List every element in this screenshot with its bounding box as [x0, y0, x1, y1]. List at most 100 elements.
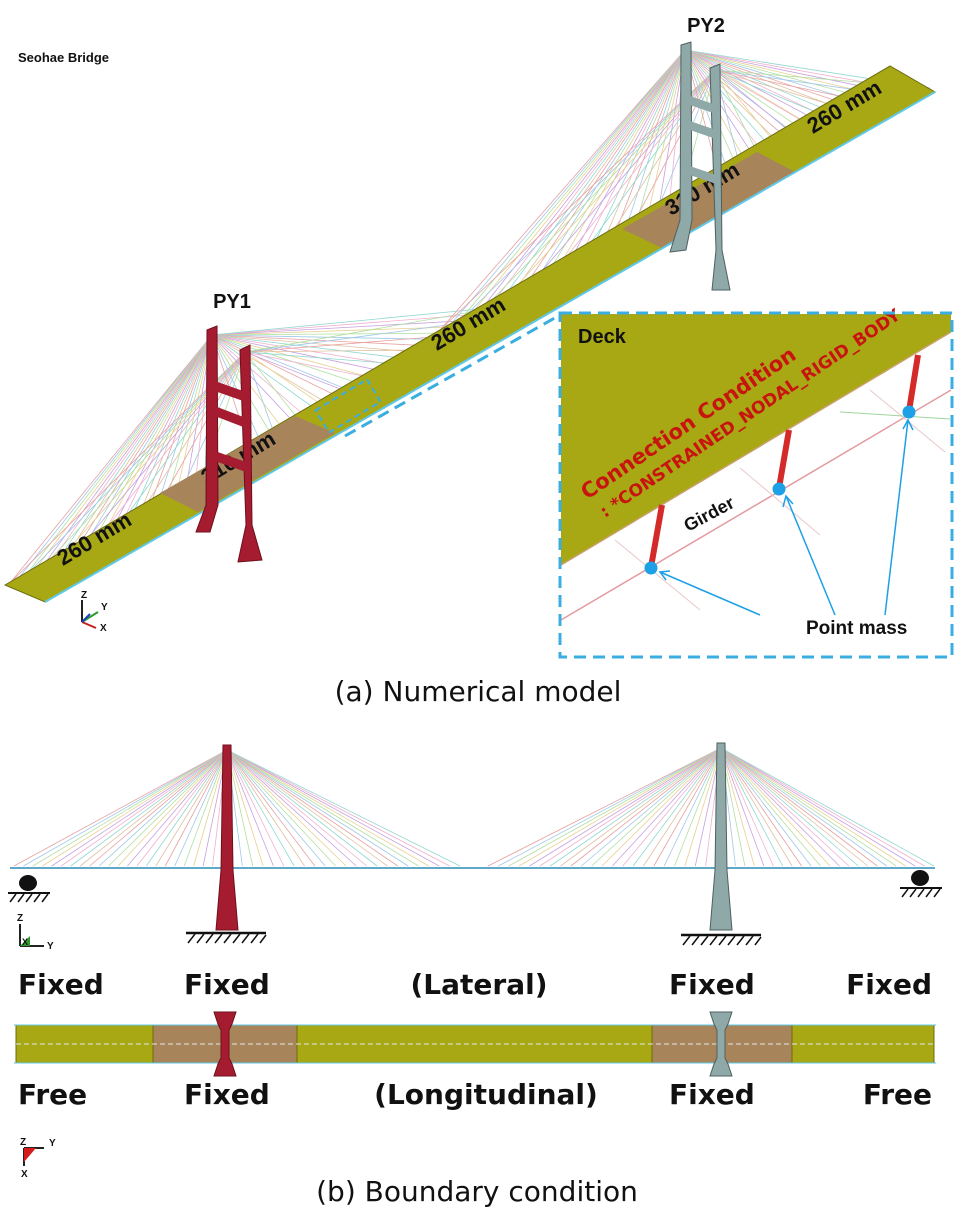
svg-text:Z: Z: [81, 590, 87, 601]
stay-cables-elevation: [13, 747, 935, 867]
stay-cable: [80, 334, 213, 543]
stay-cable: [53, 334, 213, 558]
stay-cable: [720, 747, 869, 867]
stay-cable: [581, 747, 722, 867]
stay-cable: [684, 49, 788, 152]
svg-text:Z: Z: [20, 1137, 26, 1148]
stay-cable: [244, 320, 476, 353]
stay-cable: [244, 351, 326, 408]
stay-cable: [720, 747, 887, 867]
axis-triad-elevation: Z X Y: [17, 913, 54, 952]
stay-cable: [684, 49, 769, 160]
pylon2-label: PY2: [687, 15, 725, 37]
longitudinal-label-right: Free: [863, 1078, 932, 1111]
stay-cable: [244, 349, 426, 353]
stay-cable: [548, 49, 686, 272]
stay-cable: [23, 749, 228, 867]
stay-cable: [591, 747, 722, 867]
stay-cable: [211, 319, 478, 336]
stay-cable: [211, 334, 308, 418]
stay-cable: [614, 49, 686, 236]
stay-cable: [9, 351, 246, 584]
stay-cable: [244, 351, 376, 379]
pylon2-elevation: [709, 742, 733, 931]
stay-cable: [244, 351, 351, 394]
stay-cable: [461, 49, 686, 319]
stay-cable: [226, 749, 347, 867]
stay-cable: [635, 49, 686, 224]
stay-cable: [226, 749, 378, 867]
stay-cable: [174, 749, 228, 867]
stay-cable: [193, 749, 228, 867]
model-title: Seohae Bridge: [18, 50, 109, 65]
stay-cable: [183, 749, 228, 867]
stay-cable: [226, 749, 367, 867]
support-roller-right: [900, 870, 942, 898]
stay-cable: [622, 747, 722, 867]
stay-cable: [720, 747, 755, 867]
connection-inset: Deck Connection Condition : *CONSTRAINED…: [558, 305, 954, 659]
stay-cable: [720, 747, 793, 867]
stay-cable: [211, 334, 353, 392]
stay-cable: [494, 49, 686, 301]
support-fixed-py1: [186, 931, 267, 944]
stay-cable: [603, 49, 686, 242]
stay-cable: [211, 334, 364, 386]
svg-text:Y: Y: [101, 602, 108, 613]
stay-cable: [487, 69, 716, 305]
pylon1-elevation: [215, 744, 239, 931]
stay-cable: [226, 749, 295, 867]
stay-cable: [136, 749, 228, 867]
longitudinal-labels: Free Fixed (Longitudinal) Fixed Free: [18, 1078, 932, 1111]
stay-cable: [244, 335, 451, 353]
stay-cable: [720, 747, 802, 867]
stay-cable: [516, 49, 686, 289]
stay-cable: [13, 749, 228, 867]
stay-cable: [720, 747, 831, 867]
stay-cable: [581, 49, 686, 254]
stay-cable: [684, 747, 722, 867]
stay-cable: [211, 334, 296, 425]
deck-plan: [14, 1011, 936, 1077]
stay-cable: [226, 749, 326, 867]
caption-b: (b) Boundary condition: [316, 1175, 638, 1208]
stay-cable: [632, 747, 722, 867]
stay-cable: [720, 747, 784, 867]
stay-cable: [27, 334, 213, 573]
stay-cable: [89, 749, 228, 867]
longitudinal-label-left: Free: [18, 1078, 87, 1111]
inset-point-mass-label: Point mass: [806, 618, 907, 639]
stay-cable: [539, 747, 722, 867]
stay-cable: [226, 749, 305, 867]
point-mass-node: [644, 561, 658, 575]
stay-cable: [244, 351, 301, 422]
stay-cable: [720, 747, 925, 867]
stay-cable: [720, 747, 840, 867]
longitudinal-label-title: (Longitudinal): [374, 1078, 598, 1111]
stay-cable: [226, 749, 450, 867]
stay-cable: [226, 749, 430, 867]
pylon-py2-3d: [669, 41, 731, 291]
stay-cable: [439, 49, 686, 331]
stay-cable: [127, 749, 228, 867]
stay-cable: [226, 749, 336, 867]
svg-text:Y: Y: [47, 941, 54, 952]
stay-cable: [226, 749, 461, 867]
stay-cable: [107, 351, 246, 527]
svg-text:Y: Y: [49, 1138, 56, 1149]
stay-cable: [62, 334, 213, 553]
pylon1-plan: [213, 1011, 237, 1077]
stay-cable: [211, 334, 387, 373]
stay-cable: [684, 49, 797, 147]
stay-cable: [646, 49, 686, 218]
stay-cable: [226, 749, 419, 867]
stay-cable: [720, 747, 812, 867]
stay-cable: [146, 749, 228, 867]
stay-cable: [117, 749, 228, 867]
stay-cable: [498, 747, 722, 867]
stay-cable: [472, 49, 686, 313]
stay-cable: [70, 749, 228, 867]
stay-cable: [518, 747, 722, 867]
stay-cable: [45, 334, 213, 563]
